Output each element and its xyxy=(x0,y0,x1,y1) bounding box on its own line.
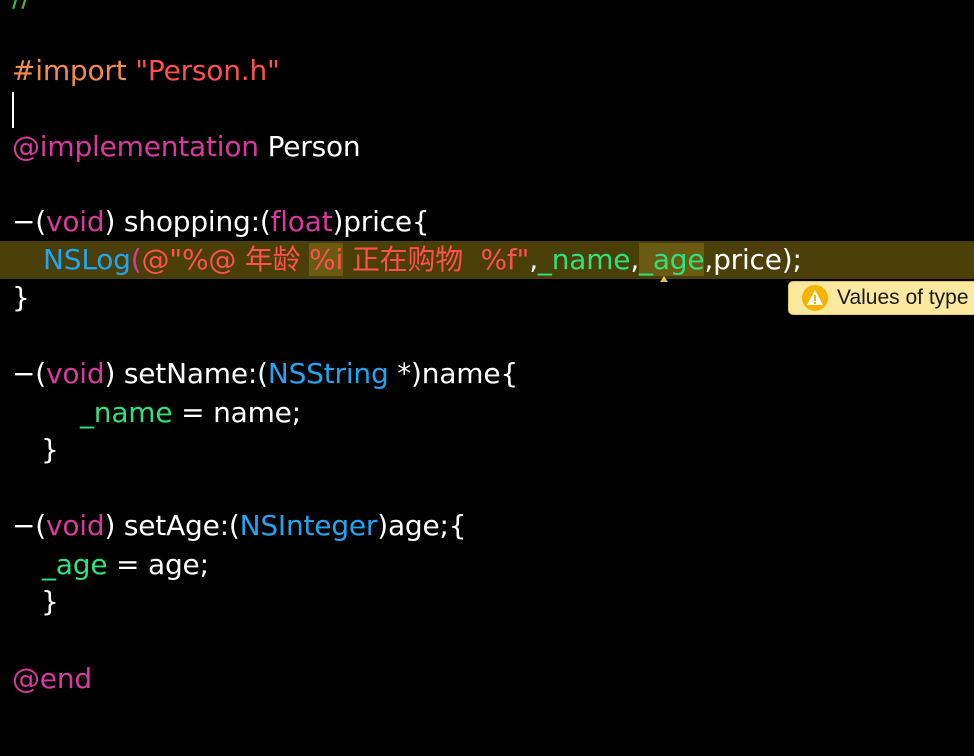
end-keyword: @end xyxy=(12,662,92,695)
import-filename: "Person.h" xyxy=(135,54,280,87)
warning-triangle-icon xyxy=(802,285,828,311)
nsstring-type: NSString xyxy=(267,357,389,390)
implementation-keyword: @implementation xyxy=(12,130,259,163)
nslog-tail: ,price); xyxy=(704,243,802,276)
comment-line[interactable]: // xyxy=(12,0,31,16)
assign-name-line[interactable]: _name = name; xyxy=(80,394,301,432)
method-name-text: ) shopping:( xyxy=(104,205,271,238)
warning-caret-marker xyxy=(660,276,668,282)
assign-text: = age; xyxy=(107,548,209,581)
method-name-text: ) setAge:( xyxy=(104,509,240,542)
param-text: *)name{ xyxy=(388,357,518,390)
float-keyword: float xyxy=(270,205,333,238)
import-line[interactable]: #import "Person.h" xyxy=(12,52,280,90)
import-directive: #import xyxy=(12,54,127,87)
param-text: )age;{ xyxy=(377,509,467,542)
assign-age-line[interactable]: _age = age; xyxy=(42,546,209,584)
closing-brace-line[interactable]: } xyxy=(41,431,59,469)
ivar-name: _name xyxy=(537,243,631,276)
nsinteger-type: NSInteger xyxy=(239,509,378,542)
param-text: )price{ xyxy=(332,205,430,238)
open-paren: ( xyxy=(130,243,142,276)
void-keyword: void xyxy=(46,509,105,542)
void-keyword: void xyxy=(46,357,105,390)
format-specifier-highlight[interactable]: %i xyxy=(309,243,344,276)
closing-brace-line[interactable]: } xyxy=(12,279,30,317)
setage-method-signature[interactable]: −(void) setAge:(NSInteger)age;{ xyxy=(12,507,467,545)
void-keyword: void xyxy=(46,205,105,238)
comma: , xyxy=(529,243,538,276)
comma: , xyxy=(630,243,640,276)
warning-bubble[interactable]: Values of type xyxy=(788,281,974,315)
shopping-method-signature[interactable]: −(void) shopping:(float)price{ xyxy=(12,203,430,241)
nslog-line[interactable]: NSLog(@"%@ 年龄 %i 正在购物 %f",_name,_age,pri… xyxy=(43,241,802,279)
closing-brace-line[interactable]: } xyxy=(41,583,59,621)
format-string-part-a: @"%@ 年龄 xyxy=(141,243,310,276)
assign-text: = name; xyxy=(172,396,301,429)
class-name: Person xyxy=(267,130,361,163)
method-minus: −( xyxy=(12,509,46,542)
ivar-age: _age xyxy=(42,548,108,581)
implementation-line[interactable]: @implementation Person xyxy=(12,128,361,166)
ivar-age-highlight[interactable]: _age xyxy=(639,243,705,276)
warning-line-highlight xyxy=(0,241,974,279)
method-minus: −( xyxy=(12,205,46,238)
end-line[interactable]: @end xyxy=(12,660,92,698)
ivar-name: _name xyxy=(80,396,173,429)
warning-message: Values of type xyxy=(837,286,969,309)
closing-brace: } xyxy=(41,433,59,466)
setname-method-signature[interactable]: −(void) setName:(NSString *)name{ xyxy=(12,355,518,393)
format-string-part-b: 正在购物 %f" xyxy=(343,243,530,276)
closing-brace: } xyxy=(41,585,59,618)
method-name-text: ) setName:( xyxy=(104,357,268,390)
method-minus: −( xyxy=(12,357,46,390)
nslog-function: NSLog xyxy=(43,243,131,276)
closing-brace: } xyxy=(12,281,30,314)
text-cursor xyxy=(12,92,14,128)
